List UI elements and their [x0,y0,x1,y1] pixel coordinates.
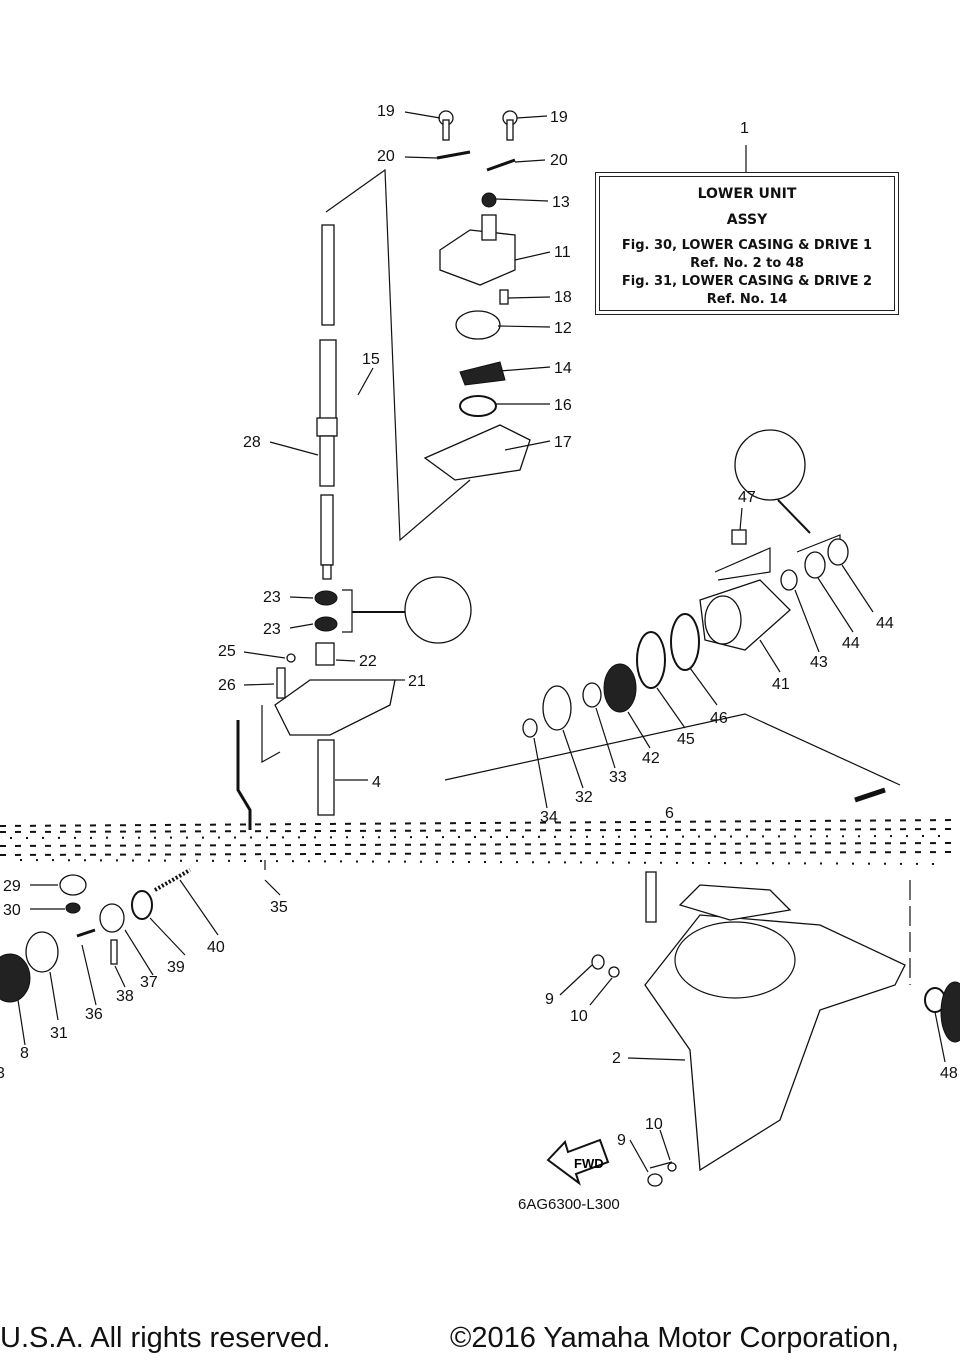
callout-40: 40 [207,939,225,956]
callout-33: 33 [609,769,627,786]
callout-labels: 19 19 20 20 13 11 18 12 14 16 17 15 28 4… [0,103,958,1149]
note-line-2: Ref. No. 2 to 48 [690,256,804,271]
callout-37: 37 [140,974,158,991]
callout-25: 25 [218,643,236,660]
callout-30: 30 [3,902,21,919]
callout-18: 18 [554,289,572,306]
callout-15: 15 [362,351,380,368]
callout-16: 16 [554,397,572,414]
scan-noise-band [0,819,960,865]
gear-assembly [444,429,901,803]
note-line-4: Ref. No. 14 [706,292,788,307]
callout-34: 34 [540,809,558,826]
callout-44a: 44 [876,615,894,632]
note-subtitle: ASSY [726,212,768,228]
callout-36: 36 [85,1006,103,1023]
callout-47: 47 [738,489,756,506]
callout-4: 4 [372,774,381,791]
callout-19b: 19 [550,109,568,126]
callout-3: 3 [0,1065,5,1082]
shaft-bracket-line [325,168,471,542]
callout-29: 29 [3,878,21,895]
callout-17: 17 [554,434,572,451]
fwd-label: FWD [574,1156,604,1171]
callout-19a: 19 [377,103,395,120]
callout-42: 42 [642,750,660,767]
callout-46: 46 [710,710,728,727]
callout-23b: 23 [263,621,281,638]
callout-13: 13 [552,194,570,211]
fwd-arrow-icon: FWD [546,1138,610,1186]
callout-20b: 20 [550,152,568,169]
note-title: LOWER UNIT [697,186,797,202]
lower-unit-assy-note: LOWER UNIT ASSY Fig. 30, LOWER CASING & … [595,172,899,315]
lower-casing [591,871,960,1187]
callout-11: 11 [554,244,571,261]
callout-28: 28 [243,434,261,451]
leader-lines [17,111,946,1173]
callout-20a: 20 [377,148,395,165]
diagram-code: 6AG6300-L300 [518,1196,620,1213]
callout-35: 35 [270,899,288,916]
callout-23a: 23 [263,589,281,606]
propeller-shaft-parts [0,860,266,1003]
drive-shaft [316,224,338,580]
footer-rights: U.S.A. All rights reserved. [0,1322,331,1354]
callout-8: 8 [20,1045,29,1062]
callout-43: 43 [810,654,828,671]
callout-44b: 44 [842,635,860,652]
callout-12: 12 [554,320,572,337]
callout-41: 41 [772,676,790,693]
callout-45: 45 [677,731,695,748]
callout-38: 38 [116,988,134,1005]
callout-32: 32 [575,789,593,806]
callout-2: 2 [612,1050,621,1067]
callout-9b: 9 [617,1132,626,1149]
note-line-3: Fig. 31, LOWER CASING & DRIVE 2 [621,274,873,289]
callout-10a: 10 [570,1008,588,1025]
callout-note-ref: 1 [740,120,749,137]
callout-9a: 9 [545,991,554,1008]
callout-14: 14 [554,360,572,377]
callout-26: 26 [218,677,236,694]
callout-10b: 10 [645,1116,663,1133]
note-line-1: Fig. 30, LOWER CASING & DRIVE 1 [621,238,873,253]
pump-housing [423,110,531,481]
footer-copyright: ©2016 Yamaha Motor Corporation, [450,1322,900,1354]
callout-6: 6 [665,805,674,822]
callout-22: 22 [359,653,377,670]
callout-21: 21 [408,673,426,690]
callout-48: 48 [940,1065,958,1082]
bearings-lower [236,576,472,830]
callout-31: 31 [50,1025,68,1042]
callout-39: 39 [167,959,185,976]
